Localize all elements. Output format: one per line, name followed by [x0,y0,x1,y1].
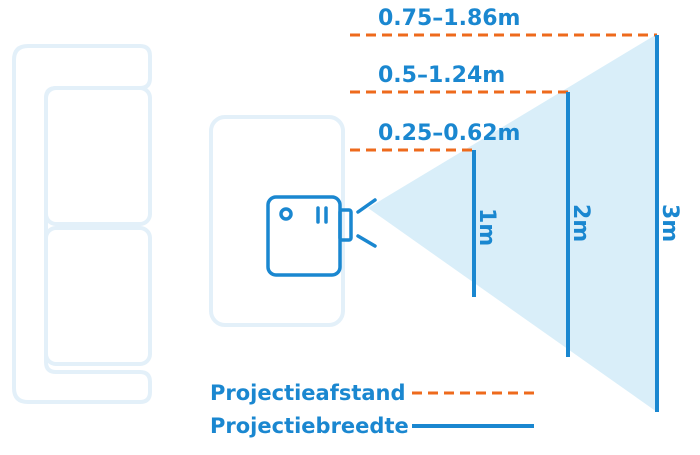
projector-icon [266,195,377,277]
sofa-icon [12,44,152,404]
width-label: 3m [657,204,682,242]
projection-cone [368,34,657,412]
table-icon [209,115,345,327]
distance-label: 0.5–1.24m [378,63,505,88]
width-label: 1m [474,208,499,246]
width-label: 2m [568,204,593,242]
legend-width-label: Projectiebreedte [210,414,409,438]
distance-label: 0.25–0.62m [378,121,520,146]
distance-label: 0.75–1.86m [378,6,520,31]
legend-distance-label: Projectieafstand [210,381,406,405]
